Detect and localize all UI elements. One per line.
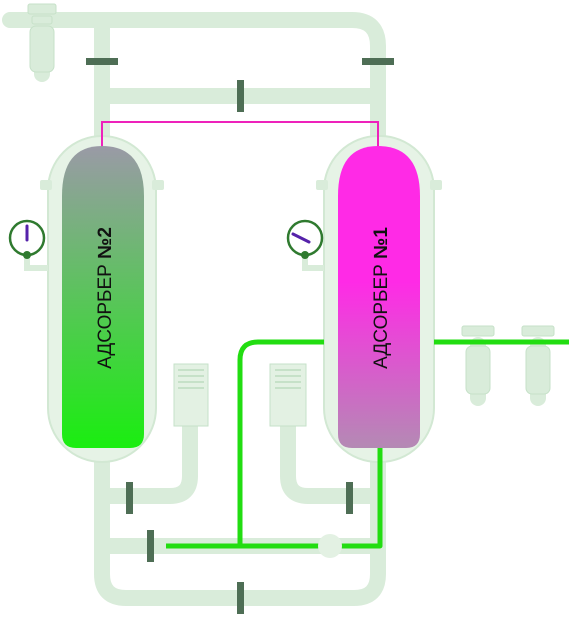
gauge-1-stub — [302, 256, 324, 271]
check-valve-bottom — [318, 534, 342, 558]
silencer-right — [269, 363, 307, 427]
top-header-pipe — [2, 12, 386, 148]
active-flow-inlet — [237, 339, 324, 546]
active-flow-bottom — [166, 448, 383, 549]
valve-bottom-crossover[interactable] — [147, 530, 154, 562]
adsorber-2[interactable]: АДСОРБЕР №2 — [62, 146, 144, 448]
silencer-left — [173, 363, 209, 427]
active-flow — [166, 339, 569, 549]
right-silencer-pipe — [280, 417, 386, 504]
adsorber-1-label: АДСОРБЕР №1 — [371, 227, 392, 369]
valve-top-left[interactable] — [86, 58, 118, 65]
valve-top-crossover[interactable] — [237, 80, 244, 112]
valve-left-silencer[interactable] — [126, 482, 133, 514]
gauge-adsorber-1 — [286, 219, 324, 259]
adsorber-1[interactable]: АДСОРБЕР №1 — [338, 146, 420, 448]
valves — [86, 58, 394, 614]
valve-top-right[interactable] — [362, 58, 394, 65]
gauge-adsorber-2 — [8, 219, 46, 259]
gauge-2-stub — [24, 256, 48, 271]
adsorber-2-vessel — [62, 146, 144, 448]
left-silencer-pipe — [94, 417, 198, 504]
regeneration-link — [101, 121, 379, 154]
outlet-filter-2 — [521, 325, 555, 395]
outlet-filter-1 — [461, 325, 495, 395]
gauge-1-needle — [291, 232, 311, 244]
vessel-flanges — [40, 180, 442, 190]
gauge-2-fitting — [23, 251, 31, 259]
valve-right-silencer[interactable] — [346, 482, 353, 514]
adsorber-2-label: АДСОРБЕР №2 — [95, 227, 116, 369]
gauge-1-fitting — [301, 251, 309, 259]
valve-bottom-loop[interactable] — [237, 582, 244, 614]
gauge-1-dial — [286, 219, 324, 257]
adsorber-1-vessel — [338, 146, 420, 448]
inlet-filter — [27, 3, 57, 73]
